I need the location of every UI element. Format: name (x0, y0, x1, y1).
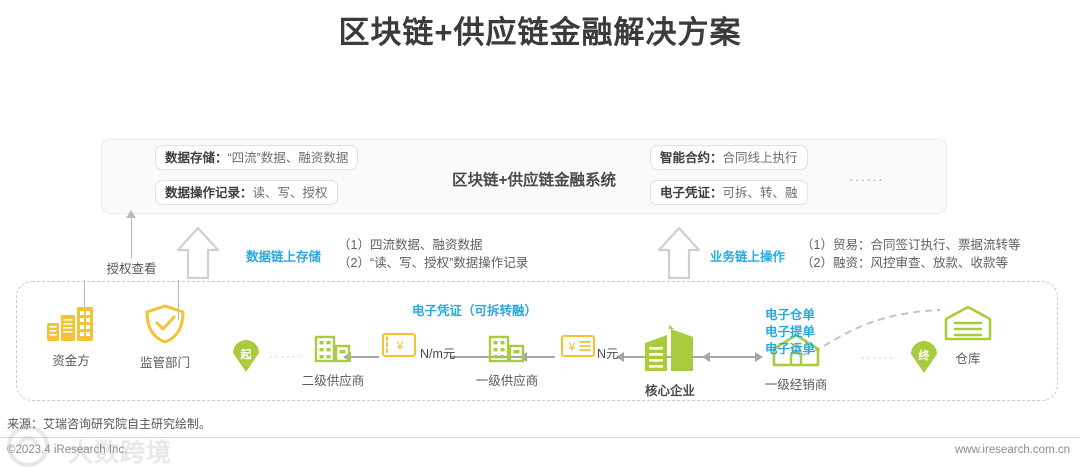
chip-electronic-voucher-key: 电子凭证： (660, 186, 723, 200)
authorize-stem (131, 214, 132, 259)
entity-first-tier-dealer: 一级经销商 (754, 333, 838, 393)
supply-chain-container (16, 281, 1058, 401)
entity-regulator-label: 监管部门 (139, 356, 190, 370)
authorize-arrow-icon (126, 210, 136, 218)
building-icon (488, 335, 525, 363)
entity-funder: 资金方 (34, 303, 108, 369)
flow-line-dealer (709, 356, 757, 358)
entity-regulator: 监管部门 (126, 303, 204, 371)
entity-warehouse: 仓库 (930, 305, 1006, 367)
footer-divider (0, 437, 1080, 438)
chip-electronic-voucher: 电子凭证：可拆、转、融 (650, 180, 808, 205)
entity-warehouse-label: 仓库 (955, 352, 981, 366)
ticket-yen-icon: ¥ (382, 333, 416, 357)
entity-funder-label: 资金方 (52, 354, 90, 368)
chip-operation-log-value: 读、写、授权 (252, 186, 328, 200)
annotation-key-onchain-operation: 业务链上操作 (710, 250, 786, 264)
entity-core-enterprise-label: 核心企业 (644, 384, 695, 398)
annotation-right-item-1: （1）贸易：合同签订执行、票据流转等 (801, 238, 1021, 252)
chip-smart-contract-key: 智能合约： (660, 151, 723, 165)
chip-smart-contract-value: 合同线上执行 (722, 151, 798, 165)
warehouse-icon (944, 305, 992, 341)
authorize-label: 授权查看 (84, 258, 179, 280)
system-center-label: 区块链+供应链金融系统 (451, 172, 617, 189)
entity-first-tier-supplier: 一级供应商 (469, 333, 545, 389)
pin-end-icon: 终 (909, 338, 939, 374)
chip-data-storage: 数据存储：“四流”数据、融资数据 (155, 145, 359, 170)
panel-ellipsis: ······ (849, 172, 884, 187)
factory-icon (645, 325, 693, 371)
pin-start-label: 起 (240, 349, 252, 361)
label-electronic-voucher: 电子凭证（可拆转融） (412, 304, 538, 318)
chip-operation-log: 数据操作记录：读、写、授权 (155, 180, 338, 205)
flow-arrowhead-sup2 (343, 352, 351, 362)
chip-smart-contract: 智能合约：合同线上执行 (650, 145, 808, 170)
entity-first-tier-supplier-label: 一级供应商 (475, 374, 539, 388)
dashed-curve-to-warehouse (800, 300, 960, 365)
up-arrow-icon-right (657, 226, 701, 285)
pin-end-label: 终 (918, 350, 930, 362)
voucher-icon-1: ¥ (381, 332, 417, 363)
chain-dots-left: ······ (269, 351, 303, 363)
flow-arrowhead-dealer-left (702, 352, 710, 362)
annotation-key-onchain-storage: 数据链上存储 (246, 250, 322, 264)
building-icon (314, 335, 351, 363)
entity-second-tier-supplier: 二级供应商 (295, 333, 371, 389)
chip-data-storage-key: 数据存储： (165, 151, 228, 165)
svg-text:¥: ¥ (568, 340, 576, 354)
website-url: www.iresearch.com.cn (954, 444, 1070, 456)
entity-first-tier-dealer-label: 一级经销商 (764, 378, 828, 392)
svg-text:¥: ¥ (396, 339, 404, 353)
flow-arrowhead-dealer-right (755, 352, 763, 362)
copyright-note: ©2023.4 iResearch Inc. (7, 444, 128, 456)
building-icon (47, 307, 93, 341)
chip-electronic-voucher-value: 可拆、转、融 (722, 186, 798, 200)
home-icon (772, 333, 820, 367)
page-title: 区块链+供应链金融解决方案 (338, 15, 742, 50)
annotation-list-left: （1）四流数据、融资数据 （2）“读、写、授权”数据操作记录 (338, 236, 528, 272)
voucher-amount-1: N/m元 (420, 347, 456, 361)
ticket-yen-icon: ¥ (561, 335, 595, 357)
flow-line-sup2 (351, 356, 379, 358)
chip-operation-log-key: 数据操作记录： (165, 186, 253, 200)
annotation-right-item-2: （2）融资：风控审查、放款、收款等 (801, 256, 1008, 270)
source-note: 来源：艾瑞咨询研究院自主研究绘制。 (7, 417, 212, 431)
chip-data-storage-value: “四流”数据、融资数据 (227, 151, 349, 165)
label-electronic-warrants: 电子仓单 电子提单 电子运单 (765, 308, 816, 356)
shield-check-icon (145, 304, 185, 344)
flow-line-sup1 (527, 356, 555, 358)
pin-start-icon: 起 (231, 337, 261, 373)
voucher-icon-2: ¥ (560, 334, 596, 363)
entity-second-tier-supplier-label: 二级供应商 (301, 374, 365, 388)
annotation-left-item-1: （1）四流数据、融资数据 (338, 238, 483, 252)
annotation-left-item-2: （2）“读、写、授权”数据操作记录 (338, 256, 529, 270)
voucher-amount-2: N元 (597, 347, 619, 361)
up-arrow-icon-left (176, 226, 220, 285)
flow-arrowhead-core (616, 352, 624, 362)
entity-core-enterprise: 核心企业 (628, 325, 712, 399)
annotation-list-right: （1）贸易：合同签订执行、票据流转等 （2）融资：风控审查、放款、收款等 (801, 236, 1020, 272)
chain-dots-right: ······ (861, 352, 895, 364)
